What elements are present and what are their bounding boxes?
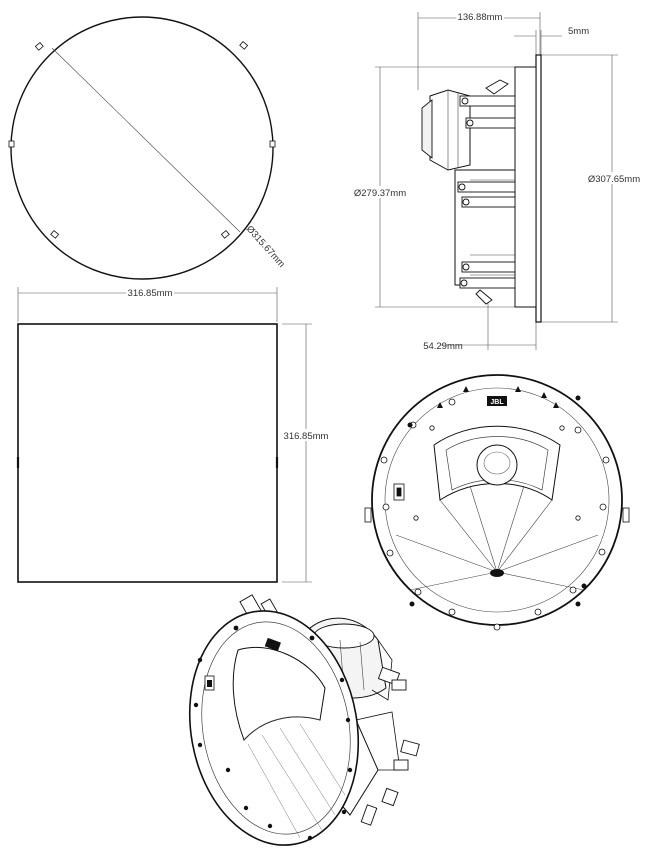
round-grille-clips [8, 40, 276, 239]
front-clips [364, 483, 630, 523]
side-mounting-clamps [457, 79, 516, 305]
brand-badge [487, 396, 507, 406]
round-grille-diagonal [51, 47, 241, 233]
front-notches [437, 386, 559, 408]
round-grille-outline [10, 16, 274, 280]
depth-label: 136.88mm [458, 12, 503, 23]
front-tweeter [476, 444, 518, 486]
perspective-view [188, 594, 420, 846]
front-inner-ring [384, 387, 610, 613]
side-view: 136.88mm 5mm Ø279.37mm Ø307.65mm 54.29mm [352, 11, 642, 352]
square-grille-view: 316.85mm 316.85mm [16, 286, 335, 583]
offset-label: 54.29mm [423, 341, 463, 352]
front-center-plug [490, 569, 504, 577]
front-screw-holes [380, 398, 610, 631]
cutout-diameter-label: Ø279.37mm [354, 188, 406, 199]
grille-height-label: 316.85mm [284, 431, 329, 442]
side-frame-body [514, 66, 537, 308]
perspective-screw-holes [193, 625, 353, 841]
perspective-brand-badge [264, 637, 281, 652]
outer-diameter-label: Ø307.65mm [588, 174, 640, 185]
brand-badge-text: JBL [490, 399, 504, 406]
front-solid-dots [407, 395, 587, 607]
side-baffle-plate [535, 54, 542, 323]
perspective-bezel-outer [188, 610, 360, 846]
round-grille-view: Ø315.67mm [8, 16, 287, 280]
grille-diameter-label: Ø315.67mm [244, 224, 287, 270]
flange-label: 5mm [568, 26, 589, 37]
front-view: JBL [364, 374, 630, 631]
grille-width-label: 316.85mm [128, 288, 173, 299]
square-grille-outline [17, 323, 278, 583]
perspective-bezel-inner [201, 621, 351, 835]
